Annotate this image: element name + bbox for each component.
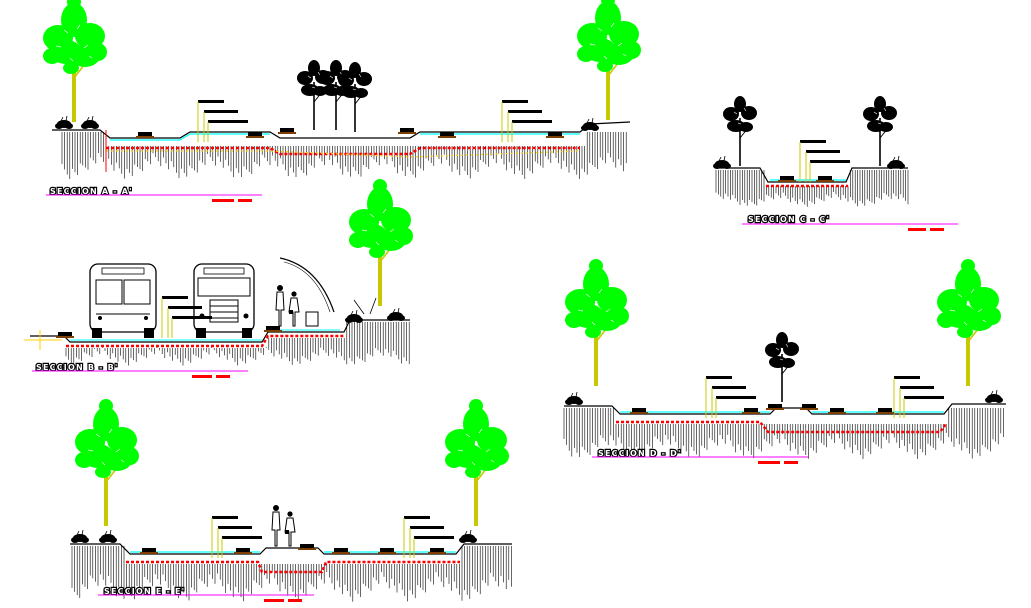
section-e-title: SECCION E - E' — [104, 587, 185, 596]
curb-icon — [136, 132, 154, 138]
curb-icon — [56, 332, 74, 338]
shrub-icon — [984, 389, 1004, 404]
curb-icon — [816, 176, 834, 182]
ground-hatch — [71, 546, 512, 602]
shrub-icon — [564, 391, 584, 406]
tree-icon — [722, 95, 758, 167]
curb-icon — [398, 128, 416, 134]
curb-icon — [298, 544, 316, 550]
shrub-icon — [98, 529, 118, 544]
curb-icon — [742, 408, 760, 414]
curb-icon — [766, 404, 784, 410]
scale-bar — [212, 199, 234, 202]
shrub-icon — [80, 115, 100, 130]
tree-icon — [764, 331, 800, 403]
ground-hatch — [563, 408, 1004, 459]
tree-icon — [936, 258, 1002, 387]
pedestrians-icon — [271, 504, 296, 547]
section-b: SECCION B - B' — [24, 178, 414, 378]
curb-icon — [140, 548, 158, 554]
scale-bar — [192, 375, 212, 378]
curb-icon — [378, 548, 396, 554]
section-a: SECCION A - A' — [42, 0, 642, 202]
section-c: SECCION C - C' — [712, 95, 958, 231]
section-c-title: SECCION C - C' — [748, 215, 830, 224]
bus-icon — [193, 263, 255, 338]
tree-icon — [564, 258, 630, 387]
section-d: SECCION D - D' — [563, 258, 1006, 464]
ground-hatch — [715, 170, 909, 207]
curb-icon — [438, 132, 456, 138]
shrub-icon — [54, 115, 74, 130]
curb-icon — [828, 408, 846, 414]
shrub-icon — [70, 529, 90, 544]
tree-icon — [348, 178, 414, 307]
tree-icon — [444, 398, 510, 527]
shrub-icon — [344, 309, 364, 324]
curb-icon — [876, 408, 894, 414]
curb-icon — [630, 408, 648, 414]
shrub-icon — [386, 307, 406, 322]
shelter-icon — [279, 257, 335, 313]
tree-icon — [74, 398, 140, 527]
shrub-icon — [886, 155, 906, 170]
tree-icon — [296, 59, 332, 131]
curb-icon — [264, 326, 282, 332]
bus-icon — [89, 263, 157, 338]
tree-icon — [576, 0, 642, 121]
section-e: SECCION E - E' — [70, 398, 512, 602]
pedestrians-icon — [275, 284, 300, 327]
tree-icon — [42, 0, 108, 123]
annotation-icon — [799, 139, 851, 183]
curb-icon — [428, 548, 446, 554]
shrub-icon — [580, 117, 600, 132]
shrub-icon — [712, 155, 732, 170]
annotation-icon — [197, 99, 249, 143]
section-d-title: SECCION D - D' — [598, 449, 682, 458]
curb-icon — [332, 548, 350, 554]
curb-icon — [246, 132, 264, 138]
curb-icon — [278, 128, 296, 134]
curb-icon — [546, 132, 564, 138]
tree-icon — [862, 95, 898, 167]
shrub-icon — [458, 529, 478, 544]
section-a-title: SECCION A - A' — [50, 187, 133, 196]
ground-hatch — [65, 322, 410, 366]
curb-icon — [234, 548, 252, 554]
scale-bar — [758, 461, 780, 464]
scale-bar — [264, 599, 284, 602]
curb-icon — [800, 404, 818, 410]
curb-icon — [778, 176, 796, 182]
section-b-title: SECCION B - B' — [36, 363, 119, 372]
scale-bar — [908, 228, 926, 231]
ground-hatch — [61, 132, 627, 179]
annotation-icon — [501, 99, 553, 143]
